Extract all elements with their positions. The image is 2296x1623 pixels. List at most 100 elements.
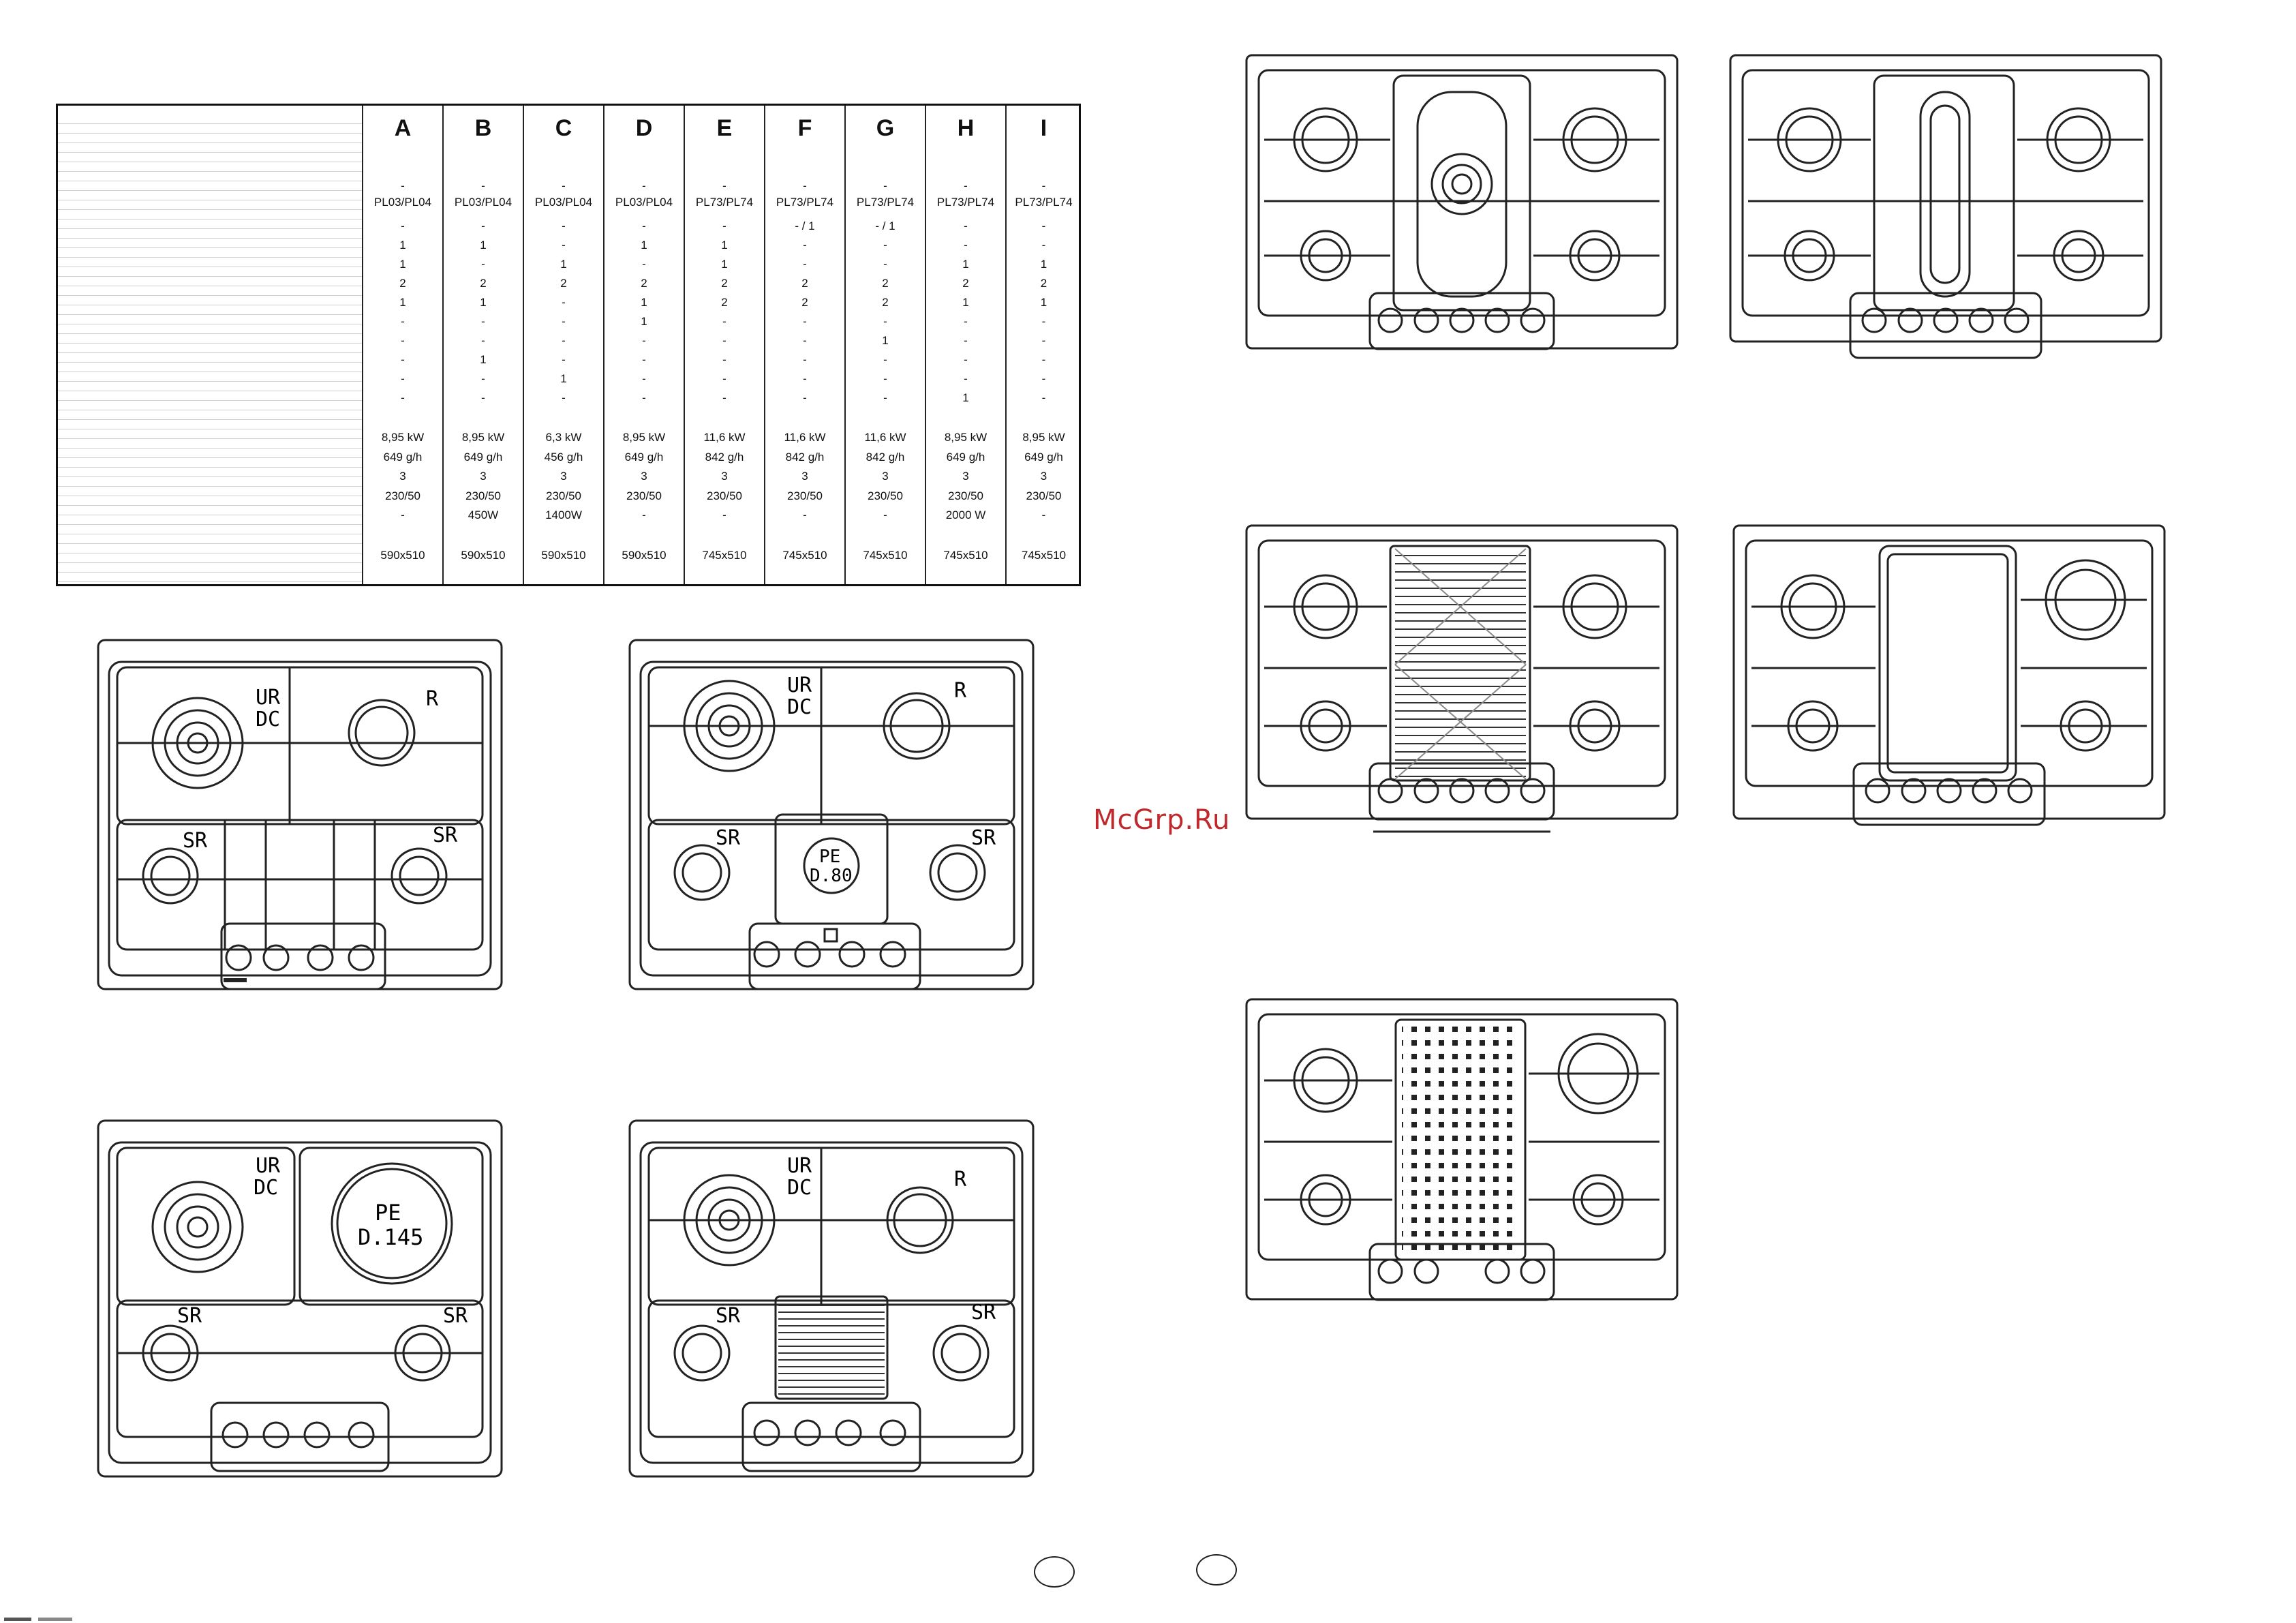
spec-cell: - xyxy=(803,372,807,385)
spec-cell: 1 xyxy=(560,372,567,385)
spec-cell: 11,6 kW xyxy=(784,431,826,444)
spec-cell: 2 xyxy=(1040,277,1047,290)
spec-cell: 590x510 xyxy=(380,549,425,562)
spec-cell: 2 xyxy=(882,277,889,290)
spec-cell: - xyxy=(722,334,726,347)
spec-cell: PL73/PL74 xyxy=(936,196,995,209)
spec-cell: 230/50 xyxy=(787,489,823,502)
hob-label-d80: D.80 xyxy=(810,866,853,886)
spec-cell: - xyxy=(803,315,807,328)
page-language-circle-left xyxy=(1034,1556,1075,1588)
spec-cell: - xyxy=(401,315,405,328)
spec-cell: 745x510 xyxy=(1021,549,1067,562)
spec-cell: - xyxy=(642,353,646,366)
spec-cell: - xyxy=(562,179,566,192)
spec-cell: - xyxy=(401,219,405,232)
spec-cell: - xyxy=(642,509,646,521)
spec-cell: 2 xyxy=(399,277,406,290)
spec-cell: 6,3 kW xyxy=(545,431,582,444)
hob-label-ur: UR xyxy=(787,1154,812,1178)
spec-cell: 1 xyxy=(962,391,969,404)
spec-cell: 1 xyxy=(399,296,406,309)
spec-cell: - xyxy=(401,372,405,385)
spec-cell: - xyxy=(481,258,485,271)
spec-cell: - xyxy=(964,219,968,232)
hob-label-ur: UR xyxy=(787,673,812,697)
spec-cell: - xyxy=(803,334,807,347)
spec-cell: 745x510 xyxy=(782,549,827,562)
spec-cell: - xyxy=(964,315,968,328)
spec-cell: 842 g/h xyxy=(866,451,905,464)
spec-cell: - xyxy=(562,391,566,404)
hob-label-sr-right: SR xyxy=(971,826,996,850)
spec-cell: - xyxy=(1041,334,1046,347)
spec-column-header: F xyxy=(797,115,812,141)
hob-label-r: R xyxy=(954,1168,967,1192)
spec-cell: - xyxy=(964,353,968,366)
spec-cell: - xyxy=(481,334,485,347)
hob-drawing-ur-pe145-sr-sr: UR DC PE D.145 SR SR xyxy=(95,1118,504,1479)
spec-cell: - xyxy=(1041,509,1046,521)
spec-cell: - xyxy=(642,334,646,347)
spec-cell: 230/50 xyxy=(465,489,501,502)
spec-cell: 1400W xyxy=(545,509,582,521)
page-corner-mark xyxy=(4,1618,72,1621)
spec-cell: PL03/PL04 xyxy=(454,196,512,209)
hob-label-r: R xyxy=(426,687,439,711)
spec-cell: - xyxy=(883,179,887,192)
spec-cell: 3 xyxy=(962,470,969,483)
spec-cell: PL73/PL74 xyxy=(856,196,915,209)
spec-cell: - xyxy=(803,509,807,521)
spec-cell: - xyxy=(401,391,405,404)
spec-cell: 2 xyxy=(801,277,808,290)
spec-cell: - xyxy=(722,391,726,404)
spec-column-header: I xyxy=(1040,115,1047,141)
spec-cell: - xyxy=(803,391,807,404)
watermark: McGrp.Ru xyxy=(1093,804,1231,836)
spec-cell: - xyxy=(722,315,726,328)
spec-cell: 2 xyxy=(962,277,969,290)
hob-label-sr-left: SR xyxy=(177,1304,202,1328)
spec-cell: - xyxy=(883,315,887,328)
spec-cell: 8,95 kW xyxy=(622,431,666,444)
spec-cell: 2 xyxy=(721,296,728,309)
spec-cell: - xyxy=(401,509,405,521)
spec-cell: - xyxy=(883,239,887,252)
spec-cell: - xyxy=(883,353,887,366)
spec-cell: 3 xyxy=(801,470,808,483)
spec-cell: PL03/PL04 xyxy=(615,196,673,209)
hob-label-sr-left: SR xyxy=(183,829,208,853)
hob-label-r: R xyxy=(954,679,967,703)
spec-cell: - xyxy=(1041,353,1046,366)
hob-label-dc: DC xyxy=(787,1176,812,1200)
spec-cell: 745x510 xyxy=(702,549,747,562)
spec-column-header: B xyxy=(474,115,492,141)
spec-cell: - xyxy=(722,509,726,521)
spec-cell: 1 xyxy=(480,296,487,309)
spec-cell: - xyxy=(722,179,726,192)
spec-cell: 649 g/h xyxy=(946,451,985,464)
spec-cell: 745x510 xyxy=(943,549,988,562)
spec-cell: - xyxy=(803,239,807,252)
spec-cell: - xyxy=(481,391,485,404)
spec-cell: 649 g/h xyxy=(1024,451,1063,464)
spec-cell: 649 g/h xyxy=(383,451,423,464)
spec-cell: 3 xyxy=(641,470,647,483)
hob-label-sr-left: SR xyxy=(716,826,741,850)
spec-cell: - xyxy=(562,296,566,309)
hob-label-pe: PE xyxy=(375,1200,401,1226)
spec-cell: 1 xyxy=(641,239,647,252)
spec-cell: - xyxy=(401,353,405,366)
spec-cell: 1 xyxy=(560,258,567,271)
spec-cell: 230/50 xyxy=(626,489,662,502)
spec-cell: 230/50 xyxy=(868,489,903,502)
spec-cell: PL73/PL74 xyxy=(776,196,834,209)
spec-cell: - xyxy=(481,372,485,385)
spec-cell: 1 xyxy=(641,296,647,309)
spec-cell: 590x510 xyxy=(541,549,586,562)
spec-cell: 230/50 xyxy=(707,489,742,502)
